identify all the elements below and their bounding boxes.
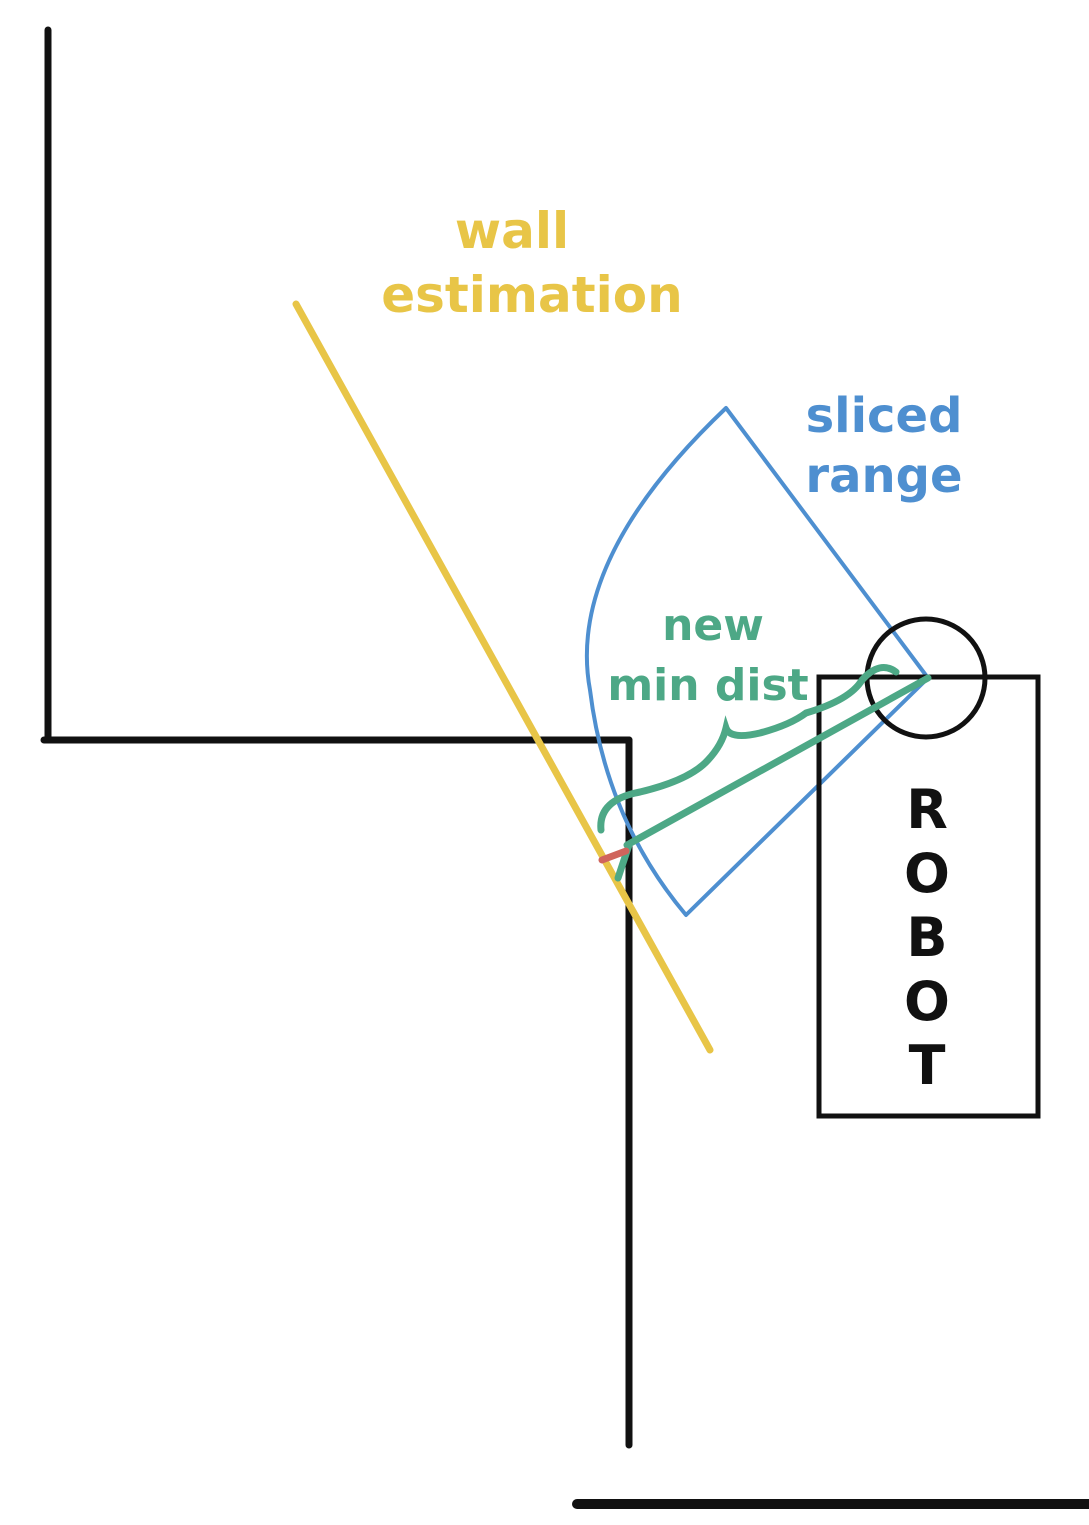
sliced-range-sector (584, 406, 930, 917)
walls (40, 26, 1089, 1509)
new-min-dist-label-line2: min dist (607, 660, 808, 711)
sliced-range-label-line1: sliced (806, 388, 963, 444)
robot-letter: T (909, 1034, 946, 1097)
robot-letter: O (904, 842, 950, 905)
robot-label: R O B O T (904, 778, 950, 1097)
robot-letter: O (904, 970, 950, 1033)
robot-letter: B (906, 906, 947, 969)
sliced-range-label-line2: range (805, 448, 962, 504)
wall-estimation-line (292, 300, 714, 1054)
new-min-dist-label-line1: new (662, 600, 764, 651)
new-min-dist-line (623, 674, 932, 849)
wall-estimation-label-line2: estimation (381, 266, 683, 324)
new-min-dist-brace (597, 664, 900, 834)
robot-letter: R (906, 778, 948, 841)
error-mark (598, 847, 630, 864)
wall-estimation-label-line1: wall (455, 202, 569, 260)
